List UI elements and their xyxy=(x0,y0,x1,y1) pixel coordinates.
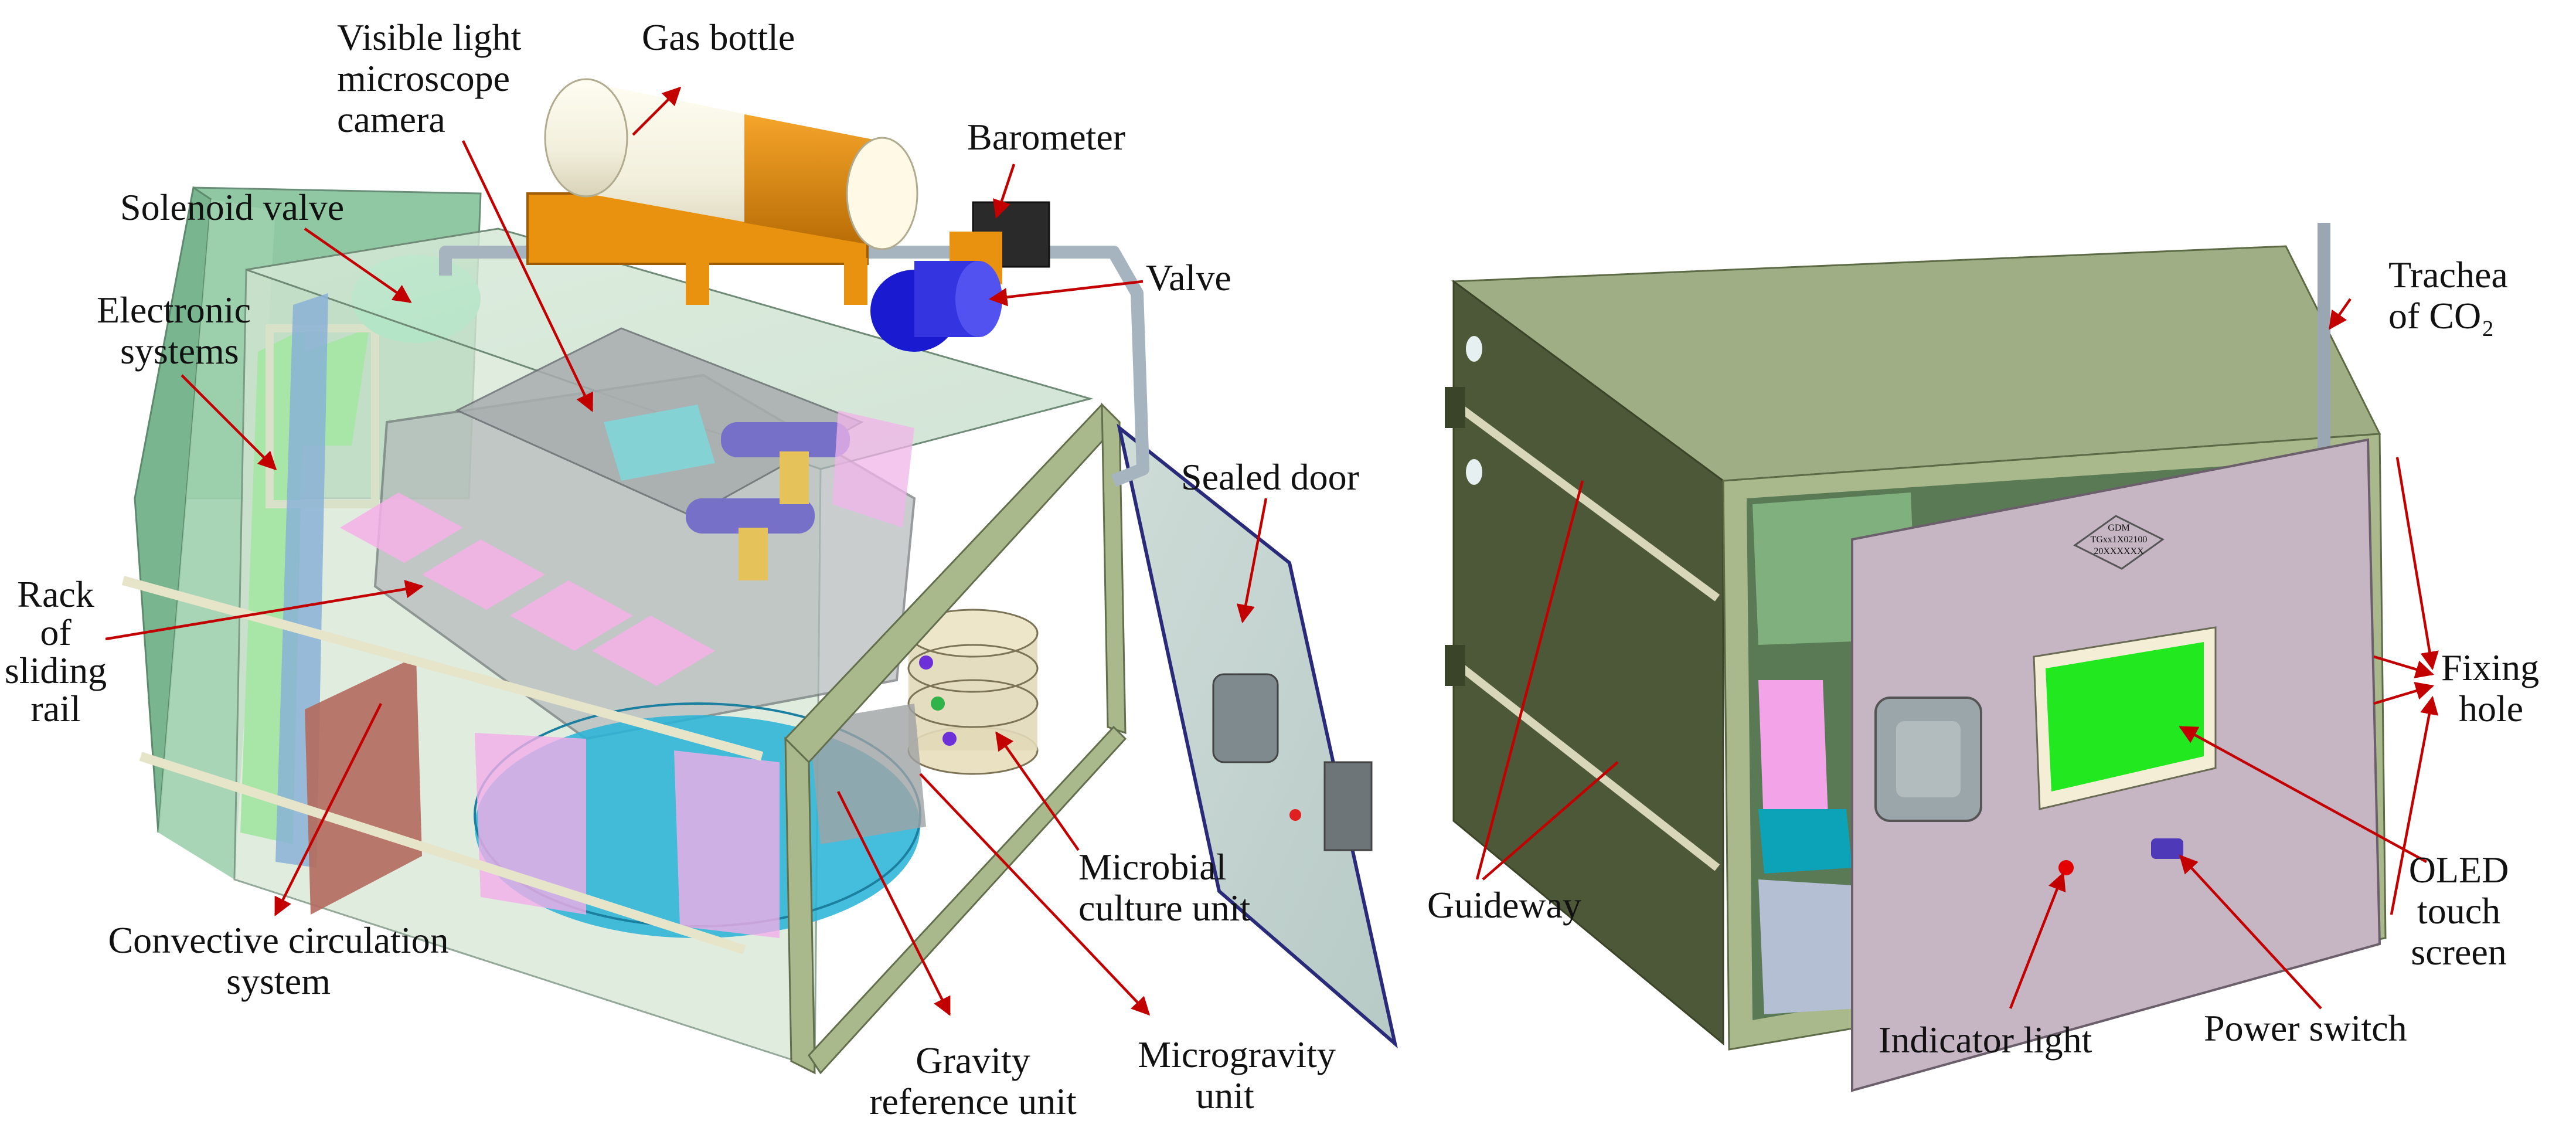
label-convective-2: system xyxy=(226,960,331,1002)
front-frame-bottom xyxy=(808,725,1127,1075)
label-rack-4: rail xyxy=(30,688,80,729)
label-trachea-1: Trachea xyxy=(2388,254,2508,295)
side-hole xyxy=(1466,336,1482,362)
inner-lightgrey-block xyxy=(1758,879,1858,1014)
label-trachea-2: of CO₂ xyxy=(2388,295,2495,337)
door-marking-1: GDM xyxy=(2108,523,2129,533)
cylinder-component xyxy=(686,498,815,534)
label-oled-3: screen xyxy=(2411,931,2506,973)
label-barometer: Barometer xyxy=(967,116,1125,158)
label-fixing-hole-1: Fixing xyxy=(2441,647,2539,688)
oled-screen xyxy=(2046,642,2204,791)
gold-bracket xyxy=(739,528,768,580)
door-red-dot xyxy=(1289,809,1301,821)
inner-pink-block xyxy=(1758,680,1829,838)
guideway-rail-lower xyxy=(1445,653,1720,871)
pink-plate xyxy=(592,616,715,686)
microbial-culture-stack xyxy=(907,609,1039,775)
label-gas-bottle: Gas bottle xyxy=(642,16,795,58)
label-gravity-2: reference unit xyxy=(869,1081,1077,1122)
label-rack-2: of xyxy=(40,612,72,653)
label-fixing-hole-2: hole xyxy=(2459,688,2523,729)
pink-side-block xyxy=(475,733,586,915)
label-indicator-light: Indicator light xyxy=(1879,1019,2092,1061)
label-convective-1: Convective circulation xyxy=(108,919,448,961)
labels: Visible light microscope camera Gas bott… xyxy=(5,16,2539,1122)
convective-panel xyxy=(305,657,422,915)
pink-side-block xyxy=(674,750,780,938)
label-visible-light-camera-1: Visible light xyxy=(337,16,522,58)
gravity-reference-rack xyxy=(809,704,926,844)
label-microgravity-1: Microgravity xyxy=(1138,1034,1336,1075)
label-rack-3: sliding xyxy=(5,650,107,691)
door-latch xyxy=(1212,673,1279,763)
pink-upper-panel xyxy=(832,410,914,528)
label-guideway: Guideway xyxy=(1427,884,1581,926)
pink-plate xyxy=(422,539,545,610)
label-solenoid-valve: Solenoid valve xyxy=(120,186,344,228)
side-hole xyxy=(1466,459,1482,485)
box-left-side xyxy=(1452,280,1724,1046)
label-rack-1: Rack xyxy=(17,573,94,615)
right-cabinet-assembly: GDM TGxx1X02100 20XXXXXX xyxy=(1445,223,2387,1092)
label-microbial-2: culture unit xyxy=(1078,887,1250,929)
door-marking-3: 20XXXXXX xyxy=(2094,546,2144,556)
door-marking-2: TGxx1X02100 xyxy=(2091,535,2148,545)
label-visible-light-camera-2: microscope xyxy=(337,57,510,99)
valve xyxy=(870,261,1002,352)
label-microgravity-2: unit xyxy=(1196,1075,1254,1116)
front-frame-left xyxy=(784,736,816,1075)
guide-bracket xyxy=(1445,645,1465,686)
label-oled-2: touch xyxy=(2417,890,2500,932)
gold-bracket xyxy=(780,451,809,504)
left-cabinet-assembly xyxy=(121,186,1398,1075)
inner-cyan-block xyxy=(1758,809,1852,874)
door-label-diamond xyxy=(2073,515,2165,570)
pink-plate xyxy=(510,580,633,651)
door-handle xyxy=(1323,761,1373,851)
guide-bracket xyxy=(1445,387,1465,428)
label-gravity-1: Gravity xyxy=(916,1040,1030,1081)
cyan-component xyxy=(604,405,715,481)
label-electronic-systems-1: Electronic xyxy=(97,289,251,331)
label-valve: Valve xyxy=(1146,257,1231,298)
door-latch-inner xyxy=(1896,721,1961,797)
power-switch xyxy=(2151,838,2183,859)
indicator-light xyxy=(2058,860,2074,875)
label-electronic-systems-2: systems xyxy=(120,330,239,372)
leader-lines xyxy=(105,86,2439,1016)
sliding-rail-lower xyxy=(139,752,746,954)
front-frame-right xyxy=(1101,402,1127,735)
pink-plate xyxy=(340,492,463,563)
label-power-switch: Power switch xyxy=(2204,1007,2407,1049)
label-sealed-door: Sealed door xyxy=(1181,456,1359,498)
cylinder-component xyxy=(721,422,850,457)
label-microbial-1: Microbial xyxy=(1078,846,1226,888)
label-oled-1: OLED xyxy=(2409,849,2509,891)
gas-pipe xyxy=(439,246,1149,487)
gas-bottle xyxy=(526,78,918,305)
sliding-rail-upper xyxy=(121,576,764,761)
label-visible-light-camera-3: camera xyxy=(337,98,445,140)
guideway-rail-upper xyxy=(1445,395,1720,602)
